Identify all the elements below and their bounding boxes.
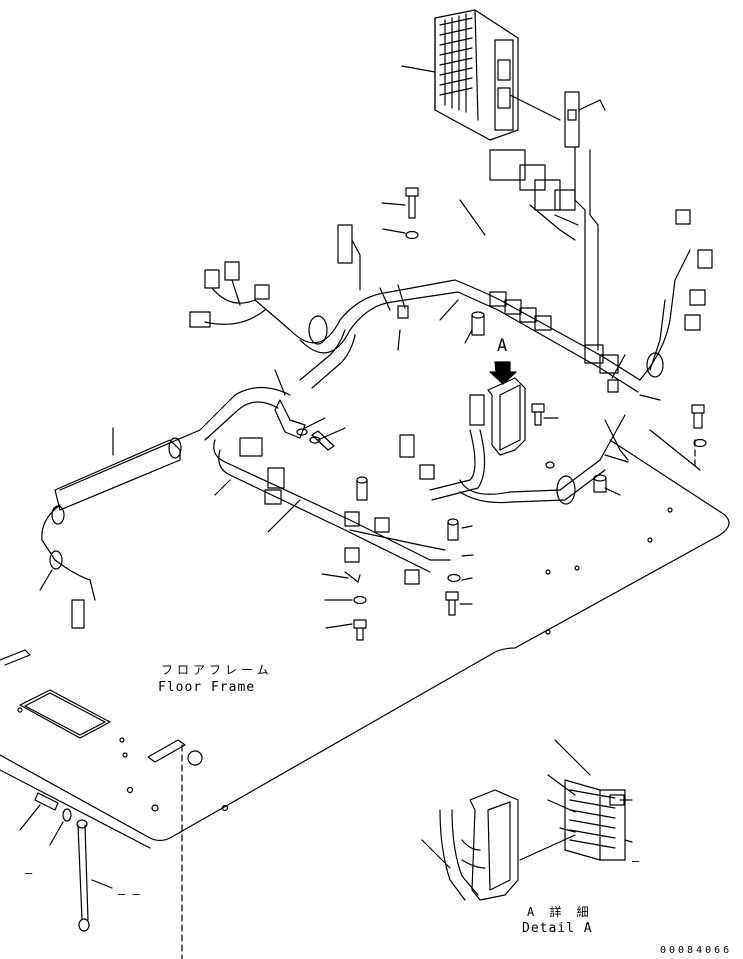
plate-hole — [187, 750, 203, 766]
view-arrow — [489, 361, 517, 385]
detail-a-label-jp: A 詳 細 — [527, 905, 593, 919]
floor-frame-label-jp: フロアフレーム — [161, 663, 273, 677]
fuse-block — [564, 779, 626, 861]
view-letter-a: A — [497, 336, 508, 356]
floor-frame-plate — [0, 439, 730, 959]
plate-cutout — [19, 689, 111, 739]
detail-a-label-en: Detail A — [522, 921, 593, 936]
protective-sleeve — [39, 427, 182, 629]
washer — [405, 230, 419, 240]
dash-mark-left: – — [25, 866, 33, 880]
center-harness — [213, 437, 451, 585]
detail-a-inset — [421, 739, 633, 901]
dash-mark-detail: – — [632, 854, 640, 868]
grommet — [308, 315, 328, 345]
plate-slot — [147, 739, 186, 763]
main-harness — [59, 209, 713, 491]
controller-unit — [401, 9, 519, 141]
clamp-bracket — [487, 377, 526, 456]
leader-lines — [274, 199, 701, 557]
drawing-number: 00084066 — [660, 945, 733, 956]
lower-right-harness — [399, 394, 629, 505]
fasteners — [19, 187, 707, 932]
floor-frame-label-en: Floor Frame — [158, 680, 256, 695]
dash-mark-strap: – – — [118, 887, 140, 901]
bolt-head — [405, 187, 419, 197]
connector-cluster-top — [489, 91, 606, 351]
